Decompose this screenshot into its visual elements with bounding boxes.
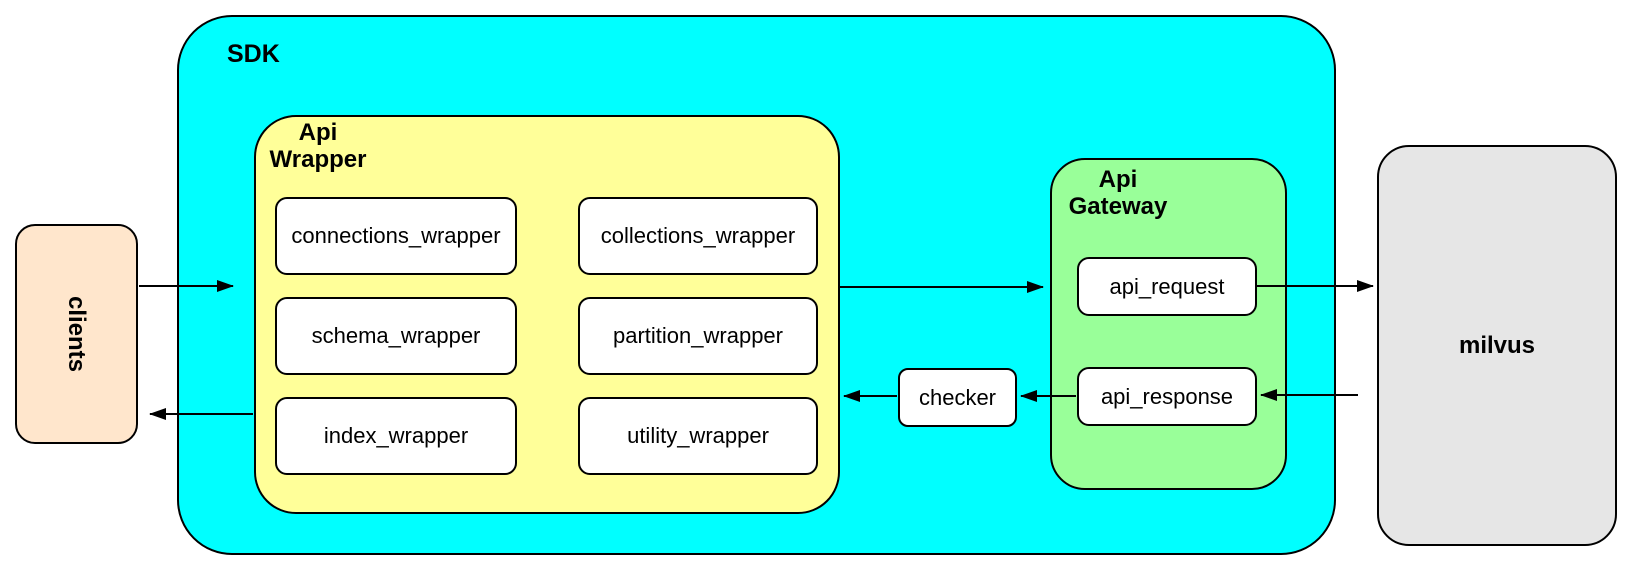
node-utility-wrapper: utility_wrapper: [578, 397, 818, 475]
api-wrapper-label: Api Wrapper: [269, 119, 367, 174]
api-gateway-label: Api Gateway: [1068, 166, 1168, 221]
node-api-response: api_response: [1077, 367, 1257, 426]
node-clients: clients: [15, 224, 138, 444]
clients-label: clients: [63, 295, 91, 373]
node-milvus: milvus: [1377, 145, 1617, 546]
api-gateway-container: [1050, 158, 1287, 490]
node-checker: checker: [898, 368, 1017, 427]
node-partition-wrapper: partition_wrapper: [578, 297, 818, 375]
node-schema-wrapper: schema_wrapper: [275, 297, 517, 375]
node-collections-wrapper: collections_wrapper: [578, 197, 818, 275]
node-index-wrapper: index_wrapper: [275, 397, 517, 475]
node-connections-wrapper: connections_wrapper: [275, 197, 517, 275]
sdk-label: SDK: [227, 40, 280, 68]
node-api-request: api_request: [1077, 257, 1257, 316]
